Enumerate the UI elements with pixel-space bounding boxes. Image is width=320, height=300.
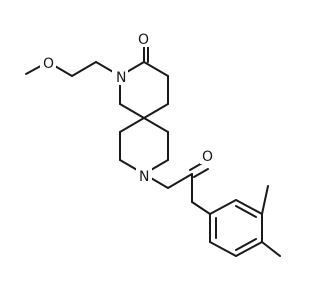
bond [191,201,211,215]
bond [71,61,97,77]
bond [235,199,263,215]
atom-mask [200,148,216,164]
bond [143,103,169,119]
bond [209,241,237,257]
atom-mask [136,31,152,47]
atom-mask [112,69,128,85]
atom-mask [136,167,152,183]
bond [261,241,281,257]
chemical-structure: O N O N O [25,31,281,257]
bond [235,238,257,251]
bond [143,61,169,77]
bond [235,241,263,257]
bond [167,173,193,189]
atom-mask [40,55,56,71]
atom-label-oxygen: O [202,149,213,165]
atom-label-oxygen: O [43,56,54,72]
bond [209,199,237,215]
atom-label-oxygen: O [138,32,149,48]
atom-label-nitrogen: N [116,70,126,86]
bond [193,168,209,178]
bond [119,103,145,119]
atom-labels: O N O N O [40,31,216,185]
atom-label-nitrogen: N [139,169,149,185]
bond [261,185,269,215]
bond [119,117,145,133]
bond [143,117,169,133]
bond-group [25,43,281,257]
bond [235,205,257,218]
